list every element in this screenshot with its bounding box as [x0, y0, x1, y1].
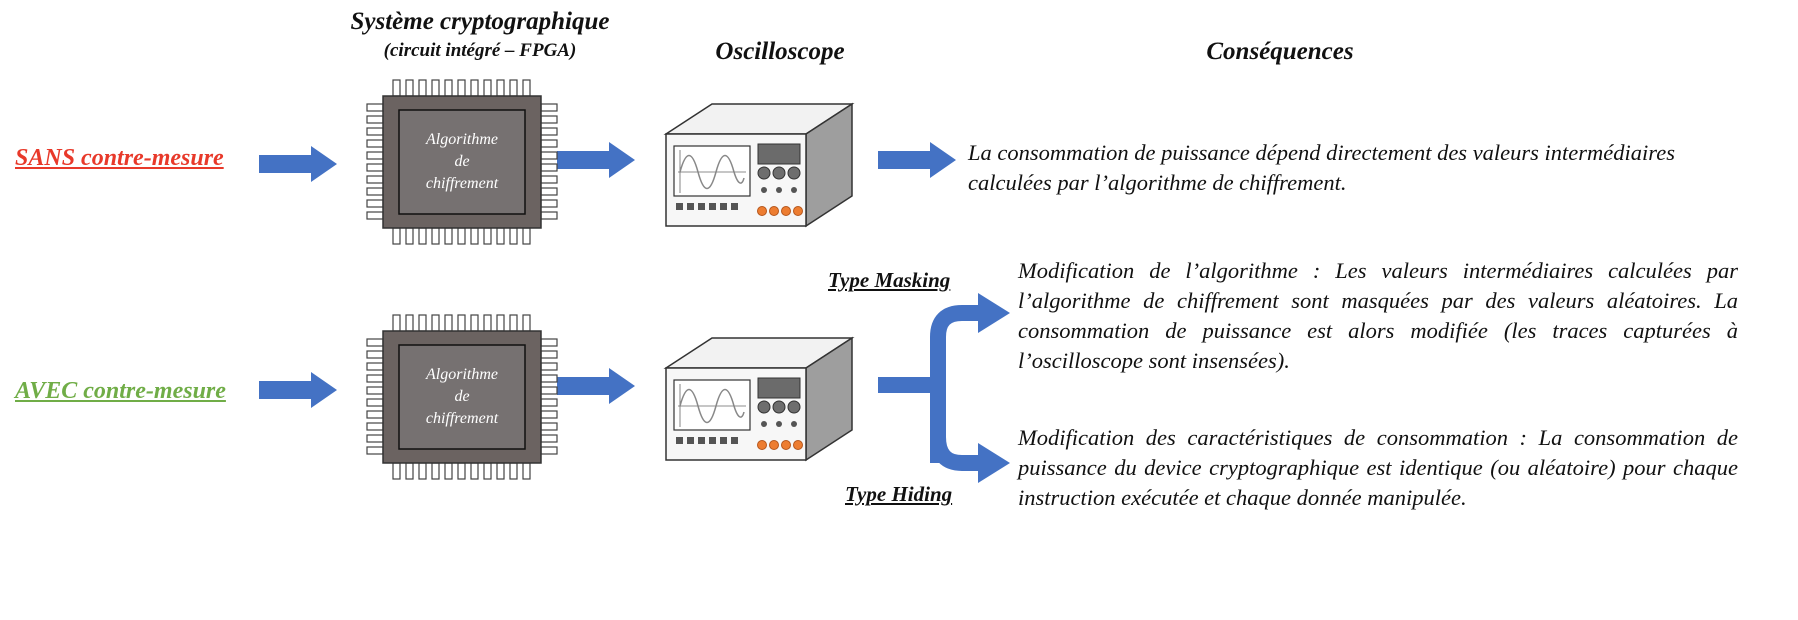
chip-fpga: Algorithme de chiffrement	[365, 313, 565, 483]
description-sans: La consommation de puissance dépend dire…	[968, 140, 1675, 195]
arrow-right-icon	[557, 142, 635, 178]
type-hiding-label: Type Hiding	[845, 482, 953, 506]
label-sans-contre-mesure: SANS contre-mesure	[15, 145, 224, 171]
oscilloscope-icon	[663, 336, 855, 462]
description-hiding: Modification des caractéristiques de con…	[1018, 425, 1738, 510]
chip-label-line3: chiffrement	[425, 175, 499, 192]
description-masking: Modification de l’algorithme : Les valeu…	[1018, 258, 1738, 373]
chip-label-line3: chiffrement	[425, 410, 499, 427]
oscilloscope-icon	[663, 102, 855, 228]
consequences-title: Conséquences	[1206, 38, 1354, 65]
chip-fpga: Algorithme de chiffrement	[365, 78, 565, 248]
label-avec-contre-mesure: AVEC contre-mesure	[15, 378, 226, 404]
type-masking-label: Type Masking	[828, 268, 951, 292]
arrow-right-icon	[259, 372, 337, 408]
branch-arrow-icon	[878, 293, 1010, 483]
system-title: Système cryptographique	[350, 8, 610, 35]
arrow-right-icon	[259, 146, 337, 182]
chip-label-line1: Algorithme	[426, 366, 498, 383]
chip-label-line2: de	[454, 153, 470, 170]
arrow-right-icon	[557, 368, 635, 404]
chip-label-line1: Algorithme	[426, 131, 498, 148]
system-subtitle: (circuit intégré – FPGA)	[383, 40, 577, 61]
oscilloscope-title: Oscilloscope	[715, 38, 845, 65]
chip-label-line2: de	[454, 388, 470, 405]
arrow-right-icon	[878, 142, 956, 178]
